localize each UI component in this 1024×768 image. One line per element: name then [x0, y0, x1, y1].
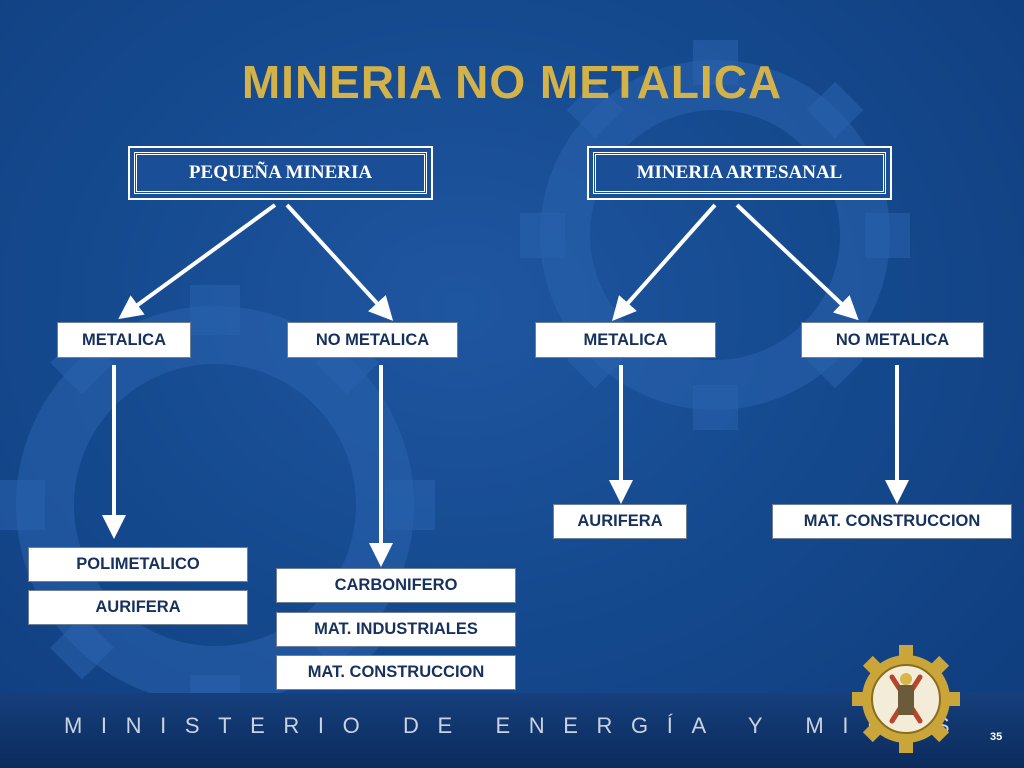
ministry-name: MINISTERIO DE ENERGÍA Y MINAS — [64, 713, 969, 738]
aurifera-box: AURIFERA — [28, 590, 248, 625]
ma-metalica-box: METALICA — [535, 322, 716, 358]
ma-aurifera-box: AURIFERA — [553, 504, 687, 539]
pm-metalica-box: METALICA — [57, 322, 191, 358]
arrow-pm-metalica — [118, 203, 277, 320]
mat-construccion-box: MAT. CONSTRUCCION — [276, 655, 516, 690]
slide-title: MINERIA NO METALICA — [241, 56, 783, 108]
arrow-ma-metalica — [612, 203, 717, 321]
ma-no-metalica-box: NO METALICA — [801, 322, 984, 358]
mineria-artesanal-box: MINERIA ARTESANAL — [587, 146, 892, 200]
pequena-mineria-label: PEQUEÑA MINERIA — [188, 162, 373, 183]
ma-mat-construccion-box: MAT. CONSTRUCCION — [772, 504, 1012, 539]
carbonifero-box: CARBONIFERO — [276, 568, 516, 603]
arrow-ma-no-metalica — [735, 203, 859, 321]
pequena-mineria-box: PEQUEÑA MINERIA — [128, 146, 433, 200]
mat-industriales-box: MAT. INDUSTRIALES — [276, 612, 516, 647]
ministry-seal-logo-icon — [852, 645, 960, 753]
polimetalico-box: POLIMETALICO — [28, 547, 248, 582]
mineria-artesanal-label: MINERIA ARTESANAL — [636, 162, 843, 183]
pm-no-metalica-box: NO METALICA — [287, 322, 458, 358]
page-number: 35 — [990, 731, 1003, 743]
arrow-pm-no-metalica — [285, 203, 394, 321]
